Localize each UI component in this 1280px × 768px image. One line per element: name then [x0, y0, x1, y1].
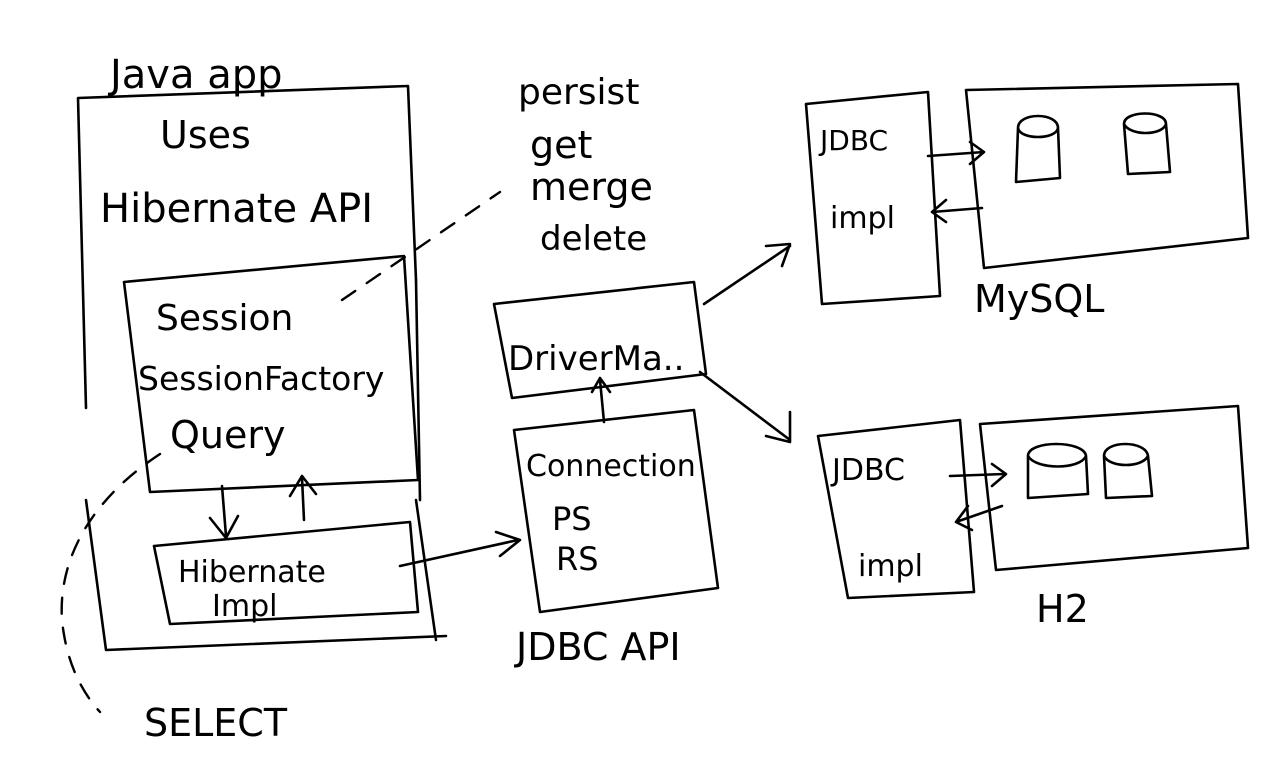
- connection-label: Connection: [526, 449, 696, 484]
- h2-db-cylinder-icon: [1026, 442, 1090, 500]
- h2-db-box: [978, 404, 1250, 572]
- driver-manager-label: DriverMa..: [508, 339, 684, 379]
- connection-box: [512, 408, 720, 614]
- driver-connection-link-icon: [590, 376, 612, 424]
- h2-response-arrow-icon: [954, 504, 1004, 532]
- mysql-jdbc-label: JDBC: [818, 124, 888, 157]
- h2-jdbc-label: JDBC: [830, 453, 905, 488]
- session-factory-label: SessionFactory: [138, 359, 384, 398]
- session-box: [122, 254, 420, 494]
- select-dashed-link: [60, 452, 162, 714]
- mysql-db-box: [964, 82, 1250, 270]
- uses-label: Uses: [160, 113, 251, 157]
- mysql-label: MySQL: [974, 277, 1104, 321]
- op-persist: persist: [518, 72, 639, 113]
- mysql-db-cylinder-icon: [1014, 114, 1062, 184]
- hibernate-impl-label-2: Impl: [212, 589, 277, 624]
- h2-jdbc-impl-box: [816, 418, 976, 600]
- h2-impl-label: impl: [858, 549, 923, 584]
- down-arrow-icon: [208, 484, 240, 540]
- driver-manager-box: [492, 280, 708, 400]
- mysql-request-arrow-icon: [926, 140, 986, 166]
- mysql-impl-label: impl: [830, 201, 895, 236]
- op-get: get: [530, 123, 592, 167]
- session-ops-dashed-link: [340, 190, 502, 302]
- h2-request-arrow-icon: [948, 462, 1008, 488]
- hibernate-impl-box: [152, 520, 420, 626]
- impl-to-connection-arrow-icon: [398, 530, 522, 568]
- driver-to-mysql-arrow-icon: [702, 242, 792, 306]
- ps-label: PS: [552, 500, 592, 538]
- query-label: Query: [170, 413, 285, 457]
- mysql-jdbc-impl-box: [804, 90, 942, 306]
- mysql-db-cylinder-icon-2: [1122, 112, 1172, 176]
- hibernate-api-label: Hibernate API: [100, 186, 373, 232]
- mysql-response-arrow-icon: [930, 198, 984, 224]
- op-delete: delete: [540, 219, 647, 259]
- session-label: Session: [156, 298, 293, 339]
- h2-db-cylinder-icon-2: [1102, 442, 1154, 500]
- op-merge: merge: [530, 165, 653, 209]
- rs-label: RS: [556, 540, 599, 578]
- h2-label: H2: [1036, 587, 1089, 631]
- java-app-box: [76, 84, 448, 652]
- hibernate-impl-label-1: Hibernate: [178, 555, 326, 590]
- driver-to-h2-arrow-icon: [698, 370, 792, 444]
- jdbc-api-label: JDBC API: [514, 625, 681, 669]
- select-label: SELECT: [144, 701, 288, 745]
- up-arrow-icon: [288, 474, 318, 522]
